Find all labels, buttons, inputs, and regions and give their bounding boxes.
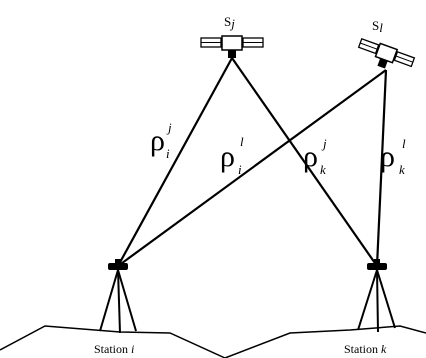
range-line-rho-k-j [231, 57, 378, 267]
station-i-tripod-icon [99, 259, 137, 334]
svg-text:k: k [399, 162, 405, 177]
svg-text:j: j [321, 136, 327, 151]
range-label-rho-i-l: ρ l i [220, 134, 244, 177]
range-label-rho-k-l: ρ l k [380, 136, 406, 177]
range-line-rho-k-l [375, 69, 388, 267]
svg-text:i: i [238, 162, 242, 177]
svg-text:ρ: ρ [380, 140, 395, 173]
svg-text:l: l [240, 134, 244, 149]
svg-text:ρ: ρ [220, 140, 235, 173]
satellite-j-icon [200, 35, 264, 58]
svg-text:l: l [402, 136, 406, 151]
satellite-l-icon [357, 37, 416, 69]
range-line-rho-i-l [117, 69, 387, 267]
terrain-line [0, 325, 426, 358]
svg-text:ρ: ρ [150, 124, 165, 157]
range-line-rho-i-j [117, 57, 233, 267]
svg-text:j: j [166, 120, 172, 135]
svg-text:k: k [320, 162, 326, 177]
range-label-rho-i-j: ρ j i [150, 120, 172, 161]
svg-text:ρ: ρ [303, 140, 318, 173]
satellite-j-label: Sj [224, 14, 235, 31]
station-k-tripod-icon [357, 259, 396, 333]
svg-text:i: i [166, 146, 170, 161]
range-label-rho-k-j: ρ j k [303, 136, 327, 177]
satellite-l-label: Sl [372, 18, 383, 35]
station-i-label: Station i [94, 342, 134, 356]
station-k-label: Station k [344, 342, 387, 356]
